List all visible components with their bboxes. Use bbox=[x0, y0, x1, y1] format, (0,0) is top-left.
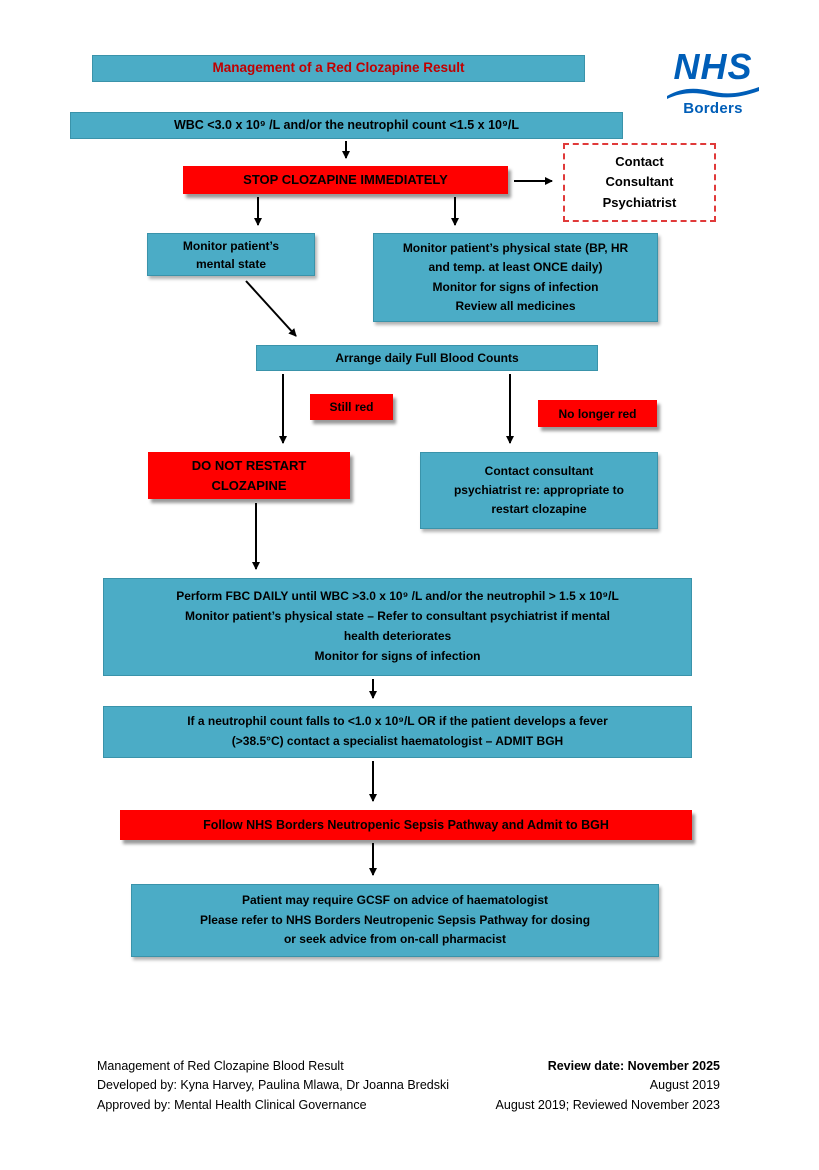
text-line: Perform FBC DAILY until WBC >3.0 x 10⁹ /… bbox=[176, 589, 619, 604]
text-line: Contact bbox=[615, 154, 664, 170]
nhs-logo-text: NHS bbox=[673, 46, 753, 87]
footer-developed-by: Developed by: Kyna Harvey, Paulina Mlawa… bbox=[97, 1078, 450, 1093]
footer-date-developed: August 2019 bbox=[649, 1078, 720, 1093]
text-line: Psychiatrist bbox=[602, 194, 677, 210]
label-no-longer-red: No longer red bbox=[538, 400, 657, 427]
label-still-red: Still red bbox=[310, 394, 393, 420]
node-arrange-fbc: Arrange daily Full Blood Counts bbox=[256, 345, 598, 371]
footer-approved-by: Approved by: Mental Health Clinical Gove… bbox=[97, 1097, 367, 1112]
text-line: Contact consultant bbox=[484, 463, 594, 478]
node-monitor-physical: Monitor patient’s physical state (BP, HR… bbox=[373, 233, 658, 322]
text-line: CLOZAPINE bbox=[211, 477, 287, 493]
nhs-wave-icon bbox=[667, 86, 759, 99]
text-line: Consultant bbox=[605, 174, 674, 190]
nhs-region-text: Borders bbox=[683, 99, 743, 117]
text-line: or seek advice from on-call pharmacist bbox=[283, 932, 507, 947]
node-perform-fbc: Perform FBC DAILY until WBC >3.0 x 10⁹ /… bbox=[103, 578, 692, 676]
node-contact-psychiatrist: Contact Consultant Psychiatrist bbox=[563, 143, 716, 222]
node-sepsis-pathway: Follow NHS Borders Neutropenic Sepsis Pa… bbox=[120, 810, 692, 840]
node-contact-restart: Contact consultant psychiatrist re: appr… bbox=[420, 452, 658, 529]
text-line: restart clozapine bbox=[491, 502, 587, 517]
node-stop-clozapine: STOP CLOZAPINE IMMEDIATELY bbox=[183, 166, 508, 194]
node-monitor-mental: Monitor patient’s mental state bbox=[147, 233, 315, 276]
text-line: (>38.5°C) contact a specialist haematolo… bbox=[231, 734, 564, 748]
text-line: If a neutrophil count falls to <1.0 x 10… bbox=[187, 714, 608, 729]
text-line: Monitor patient’s bbox=[182, 238, 280, 253]
nhs-borders-logo: NHS Borders bbox=[663, 48, 763, 117]
text-line: mental state bbox=[195, 256, 267, 271]
text-line: Please refer to NHS Borders Neutropenic … bbox=[199, 912, 591, 927]
footer-right: Review date: November 2025 August 2019 A… bbox=[380, 1057, 720, 1115]
text-line: Review all medicines bbox=[455, 298, 576, 313]
text-line: Monitor for signs of infection bbox=[314, 648, 481, 663]
text-line: and temp. at least ONCE daily) bbox=[428, 260, 603, 275]
text-line: psychiatrist re: appropriate to bbox=[453, 482, 625, 497]
text-line: health deteriorates bbox=[343, 629, 452, 643]
node-wbc-criteria: WBC <3.0 x 10⁹ /L and/or the neutrophil … bbox=[70, 112, 623, 139]
text-line: Monitor for signs of infection bbox=[432, 279, 599, 294]
text-line: Monitor patient’s physical state (BP, HR bbox=[402, 241, 629, 256]
node-do-not-restart: DO NOT RESTART CLOZAPINE bbox=[148, 452, 350, 499]
page-title: Management of a Red Clozapine Result bbox=[92, 55, 585, 82]
node-gcsf: Patient may require GCSF on advice of ha… bbox=[131, 884, 659, 957]
footer-left: Management of Red Clozapine Blood Result… bbox=[97, 1057, 477, 1115]
footer-doc-title: Management of Red Clozapine Blood Result bbox=[97, 1059, 344, 1073]
footer-review-date: Review date: November 2025 bbox=[547, 1059, 720, 1073]
node-neutrophil-fever: If a neutrophil count falls to <1.0 x 10… bbox=[103, 706, 692, 758]
footer-date-approved: August 2019; Reviewed November 2023 bbox=[495, 1097, 720, 1112]
text-line: Monitor patient’s physical state – Refer… bbox=[185, 609, 610, 624]
text-line: DO NOT RESTART bbox=[191, 458, 307, 473]
text-line: Patient may require GCSF on advice of ha… bbox=[241, 892, 549, 907]
